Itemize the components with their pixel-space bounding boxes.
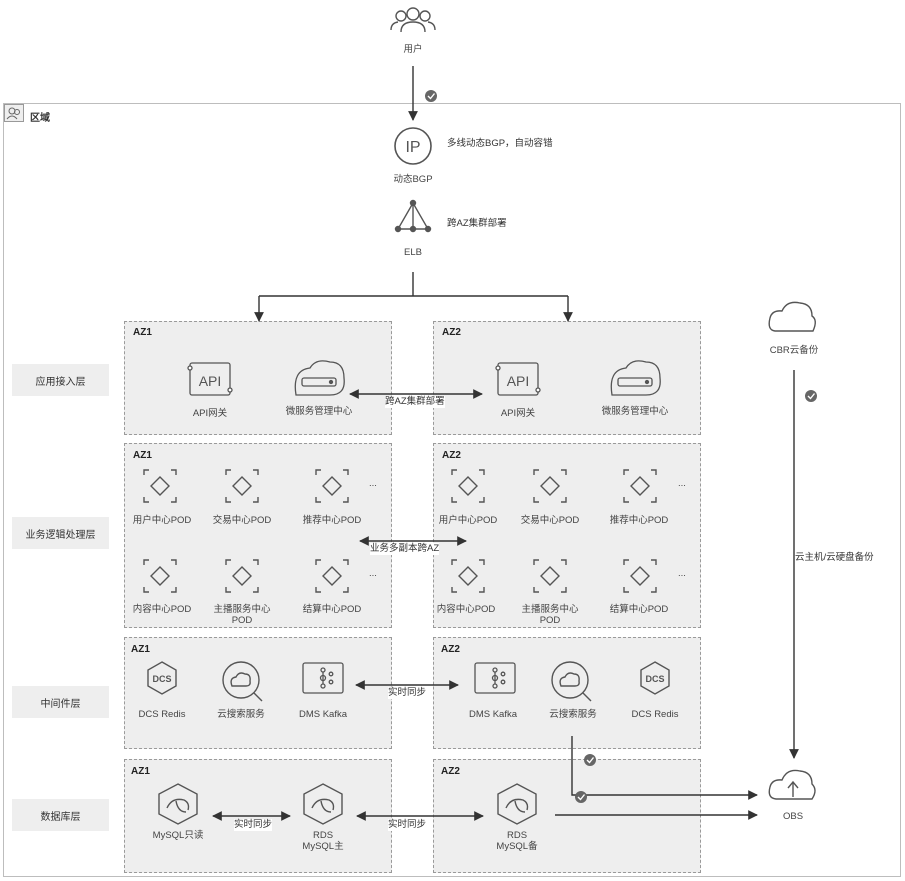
layer-middleware: 中间件层 xyxy=(12,686,109,718)
layer-database: 数据库层 xyxy=(12,799,109,831)
db-link-note: 实时同步 xyxy=(388,819,427,831)
cloud-server-icon xyxy=(294,360,345,396)
az2-label: AZ2 xyxy=(442,450,461,461)
pod-icon xyxy=(623,469,657,503)
kafka-label: DMS Kafka xyxy=(468,709,518,720)
more-indicator: ... xyxy=(369,568,377,579)
api-gateway-icon: API xyxy=(187,362,233,396)
cloud-upload-icon xyxy=(768,769,816,800)
pod-label: 结算中心POD xyxy=(302,604,362,615)
bgp-label: 动态BGP xyxy=(393,174,433,185)
elb-label: ELB xyxy=(404,247,422,258)
region-icon xyxy=(4,104,24,122)
api-gateway-icon: API xyxy=(495,362,541,396)
dcs-icon: DCS xyxy=(147,661,177,695)
user-label: 用户 xyxy=(403,44,423,55)
pod-label: 结算中心POD xyxy=(609,604,669,615)
ip-icon: IP xyxy=(394,127,432,165)
kafka-label: DMS Kafka xyxy=(298,709,348,720)
obs-label: OBS xyxy=(782,811,804,822)
pod-icon xyxy=(451,559,485,593)
az1-label: AZ1 xyxy=(131,766,150,777)
pod-icon xyxy=(225,559,259,593)
rds-master-label: RDS MySQL主 xyxy=(302,830,344,852)
search-label: 云搜索服务 xyxy=(217,709,265,720)
svg-text:IP: IP xyxy=(405,139,420,156)
pod-label: 交易中心POD xyxy=(520,515,580,526)
cloud-server-icon xyxy=(610,360,661,396)
cbr-note: 云主机/云硬盘备份 xyxy=(795,552,874,564)
user-group-icon xyxy=(390,7,436,33)
api-gateway-label: API网关 xyxy=(500,408,536,419)
az2-access-box xyxy=(433,321,701,435)
search-label: 云搜索服务 xyxy=(549,709,597,720)
pod-icon xyxy=(143,469,177,503)
logic-link-note: 业务多副本跨AZ xyxy=(370,543,440,555)
elb-icon xyxy=(394,199,432,233)
api-gateway-label: API网关 xyxy=(192,408,228,419)
bgp-note: 多线动态BGP，自动容错 xyxy=(447,138,553,150)
cloud-icon xyxy=(768,301,816,332)
az1-label: AZ1 xyxy=(131,644,150,655)
svg-text:API: API xyxy=(507,373,530,389)
cbr-label: CBR云备份 xyxy=(769,345,819,356)
pod-icon xyxy=(533,559,567,593)
check-icon xyxy=(575,791,587,803)
pod-icon xyxy=(533,469,567,503)
access-link-note: 跨AZ集群部署 xyxy=(385,396,445,408)
pod-icon xyxy=(315,559,349,593)
mysql-icon xyxy=(303,783,343,825)
az2-label: AZ2 xyxy=(442,327,461,338)
elb-note: 跨AZ集群部署 xyxy=(447,218,507,230)
pod-icon xyxy=(623,559,657,593)
pod-label: 主播服务中心POD xyxy=(213,604,271,626)
check-icon xyxy=(425,90,437,102)
pod-label: 用户中心POD xyxy=(438,515,498,526)
region-title: 区域 xyxy=(30,113,50,124)
cloud-search-icon xyxy=(222,661,263,702)
pod-icon xyxy=(451,469,485,503)
mysql-icon xyxy=(158,783,198,825)
pod-icon xyxy=(225,469,259,503)
pod-icon xyxy=(315,469,349,503)
dcs-label: DCS Redis xyxy=(631,709,679,720)
dcs-label: DCS Redis xyxy=(138,709,186,720)
check-icon xyxy=(805,390,817,402)
service-mgmt-label: 微服务管理中心 xyxy=(601,406,669,417)
pod-label: 推荐中心POD xyxy=(302,515,362,526)
pod-label: 推荐中心POD xyxy=(609,515,669,526)
pod-label: 用户中心POD xyxy=(132,515,192,526)
az1-middleware-box xyxy=(124,637,392,749)
pod-label: 内容中心POD xyxy=(436,604,496,615)
dcs-icon: DCS xyxy=(640,661,670,695)
az2-label: AZ2 xyxy=(441,644,460,655)
pod-icon xyxy=(143,559,177,593)
mysql-icon xyxy=(497,783,537,825)
pod-label: 主播服务中心POD xyxy=(521,604,579,626)
mysql-readonly-label: MySQL只读 xyxy=(152,830,204,841)
pod-label: 内容中心POD xyxy=(132,604,192,615)
svg-text:DCS: DCS xyxy=(152,674,171,684)
layer-access: 应用接入层 xyxy=(12,364,109,396)
layer-logic: 业务逻辑处理层 xyxy=(12,517,109,549)
check-icon xyxy=(584,754,596,766)
svg-text:DCS: DCS xyxy=(645,674,664,684)
cloud-search-icon xyxy=(551,661,592,702)
more-indicator: ... xyxy=(678,568,686,579)
db-link-note: 实时同步 xyxy=(234,819,273,831)
az1-label: AZ1 xyxy=(133,327,152,338)
az2-label: AZ2 xyxy=(441,766,460,777)
more-indicator: ... xyxy=(678,478,686,489)
middleware-link-note: 实时同步 xyxy=(388,687,427,699)
more-indicator: ... xyxy=(369,478,377,489)
service-mgmt-label: 微服务管理中心 xyxy=(285,406,353,417)
pod-label: 交易中心POD xyxy=(212,515,272,526)
kafka-icon xyxy=(302,662,344,694)
region-frame xyxy=(3,103,901,877)
kafka-icon xyxy=(474,662,516,694)
az1-label: AZ1 xyxy=(133,450,152,461)
svg-text:API: API xyxy=(199,373,222,389)
rds-standby-label: RDS MySQL备 xyxy=(496,830,538,852)
